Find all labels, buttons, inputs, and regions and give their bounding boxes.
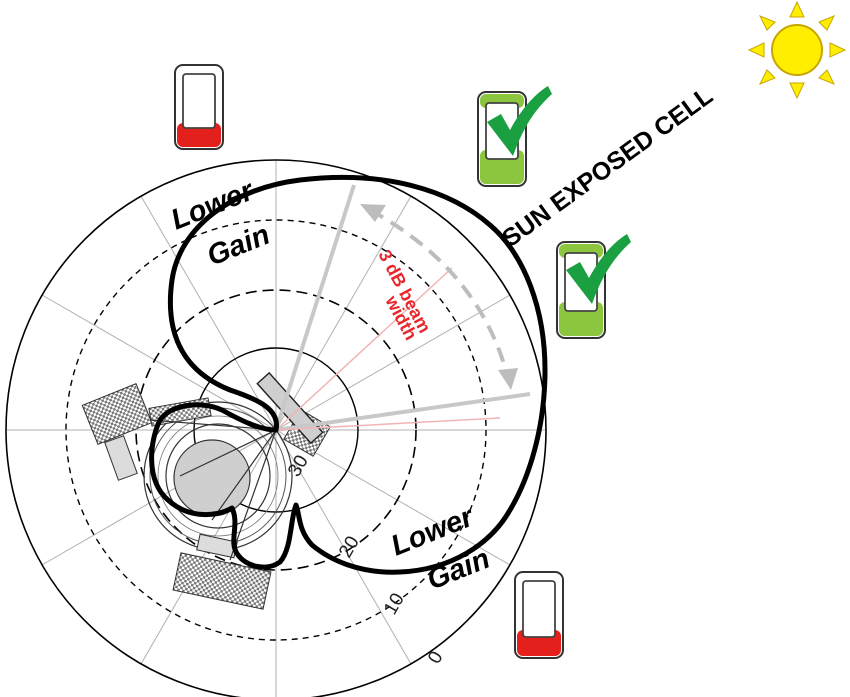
beam-lines bbox=[274, 184, 531, 432]
phone-no-signal-icon bbox=[174, 64, 224, 150]
lower-gain-bottom-line2: Gain bbox=[423, 543, 495, 597]
check-mark-icon bbox=[487, 86, 552, 156]
phone-no-signal-icon bbox=[514, 571, 564, 659]
phone-good-signal-icon bbox=[556, 241, 606, 339]
ring-label-30: 30 bbox=[284, 452, 313, 481]
ring-label-20: 20 bbox=[335, 533, 364, 562]
arrow-head-top bbox=[360, 204, 386, 222]
mast-structure bbox=[81, 371, 331, 610]
radiation-pattern-outline bbox=[149, 174, 548, 575]
ring-0 bbox=[5, 159, 547, 697]
ring-label-0: 0 bbox=[424, 648, 447, 668]
beamwidth-arc bbox=[360, 204, 518, 390]
ring-20 bbox=[135, 289, 417, 571]
check-mark-icon bbox=[566, 234, 631, 304]
ring-10 bbox=[65, 219, 487, 641]
arrow-head-bottom bbox=[498, 368, 518, 390]
sun-icon bbox=[747, 0, 847, 100]
lower-gain-top-line2: Gain bbox=[203, 219, 275, 273]
ring-label-10: 10 bbox=[380, 590, 409, 619]
